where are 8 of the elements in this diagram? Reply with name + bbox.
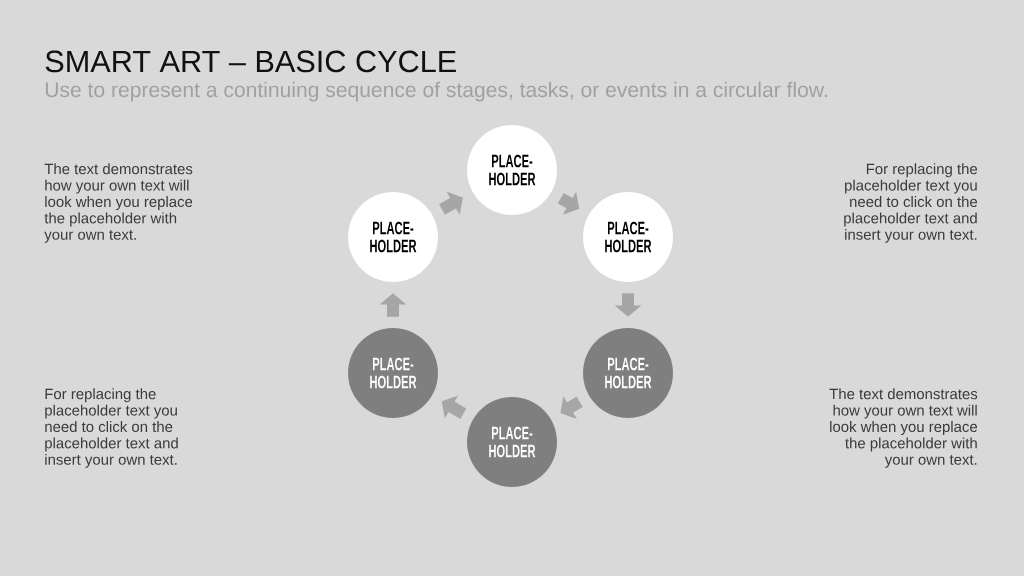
paragraph: The text demonstrates how your own text will look when you replace the placeholder with your own text. (829, 388, 978, 468)
subtitle: Use to represent a continuing sequence of stages, tasks, or events in a circular flow. (45, 81, 827, 102)
title: SMART ART – BASIC CYCLE (45, 50, 456, 73)
paragraph: For replacing the placeholder text you need to click on the placeholder text and insert your own text. (844, 163, 978, 243)
paragraph: For replacing the placeholder text you need to click on the placeholder text and insert your own text. (45, 388, 178, 468)
paragraph: The text demonstrates how your own text will look when you replace the placeholder with your own text. (44, 163, 193, 243)
block-arrow (439, 191, 463, 215)
block-arrow (560, 396, 583, 419)
